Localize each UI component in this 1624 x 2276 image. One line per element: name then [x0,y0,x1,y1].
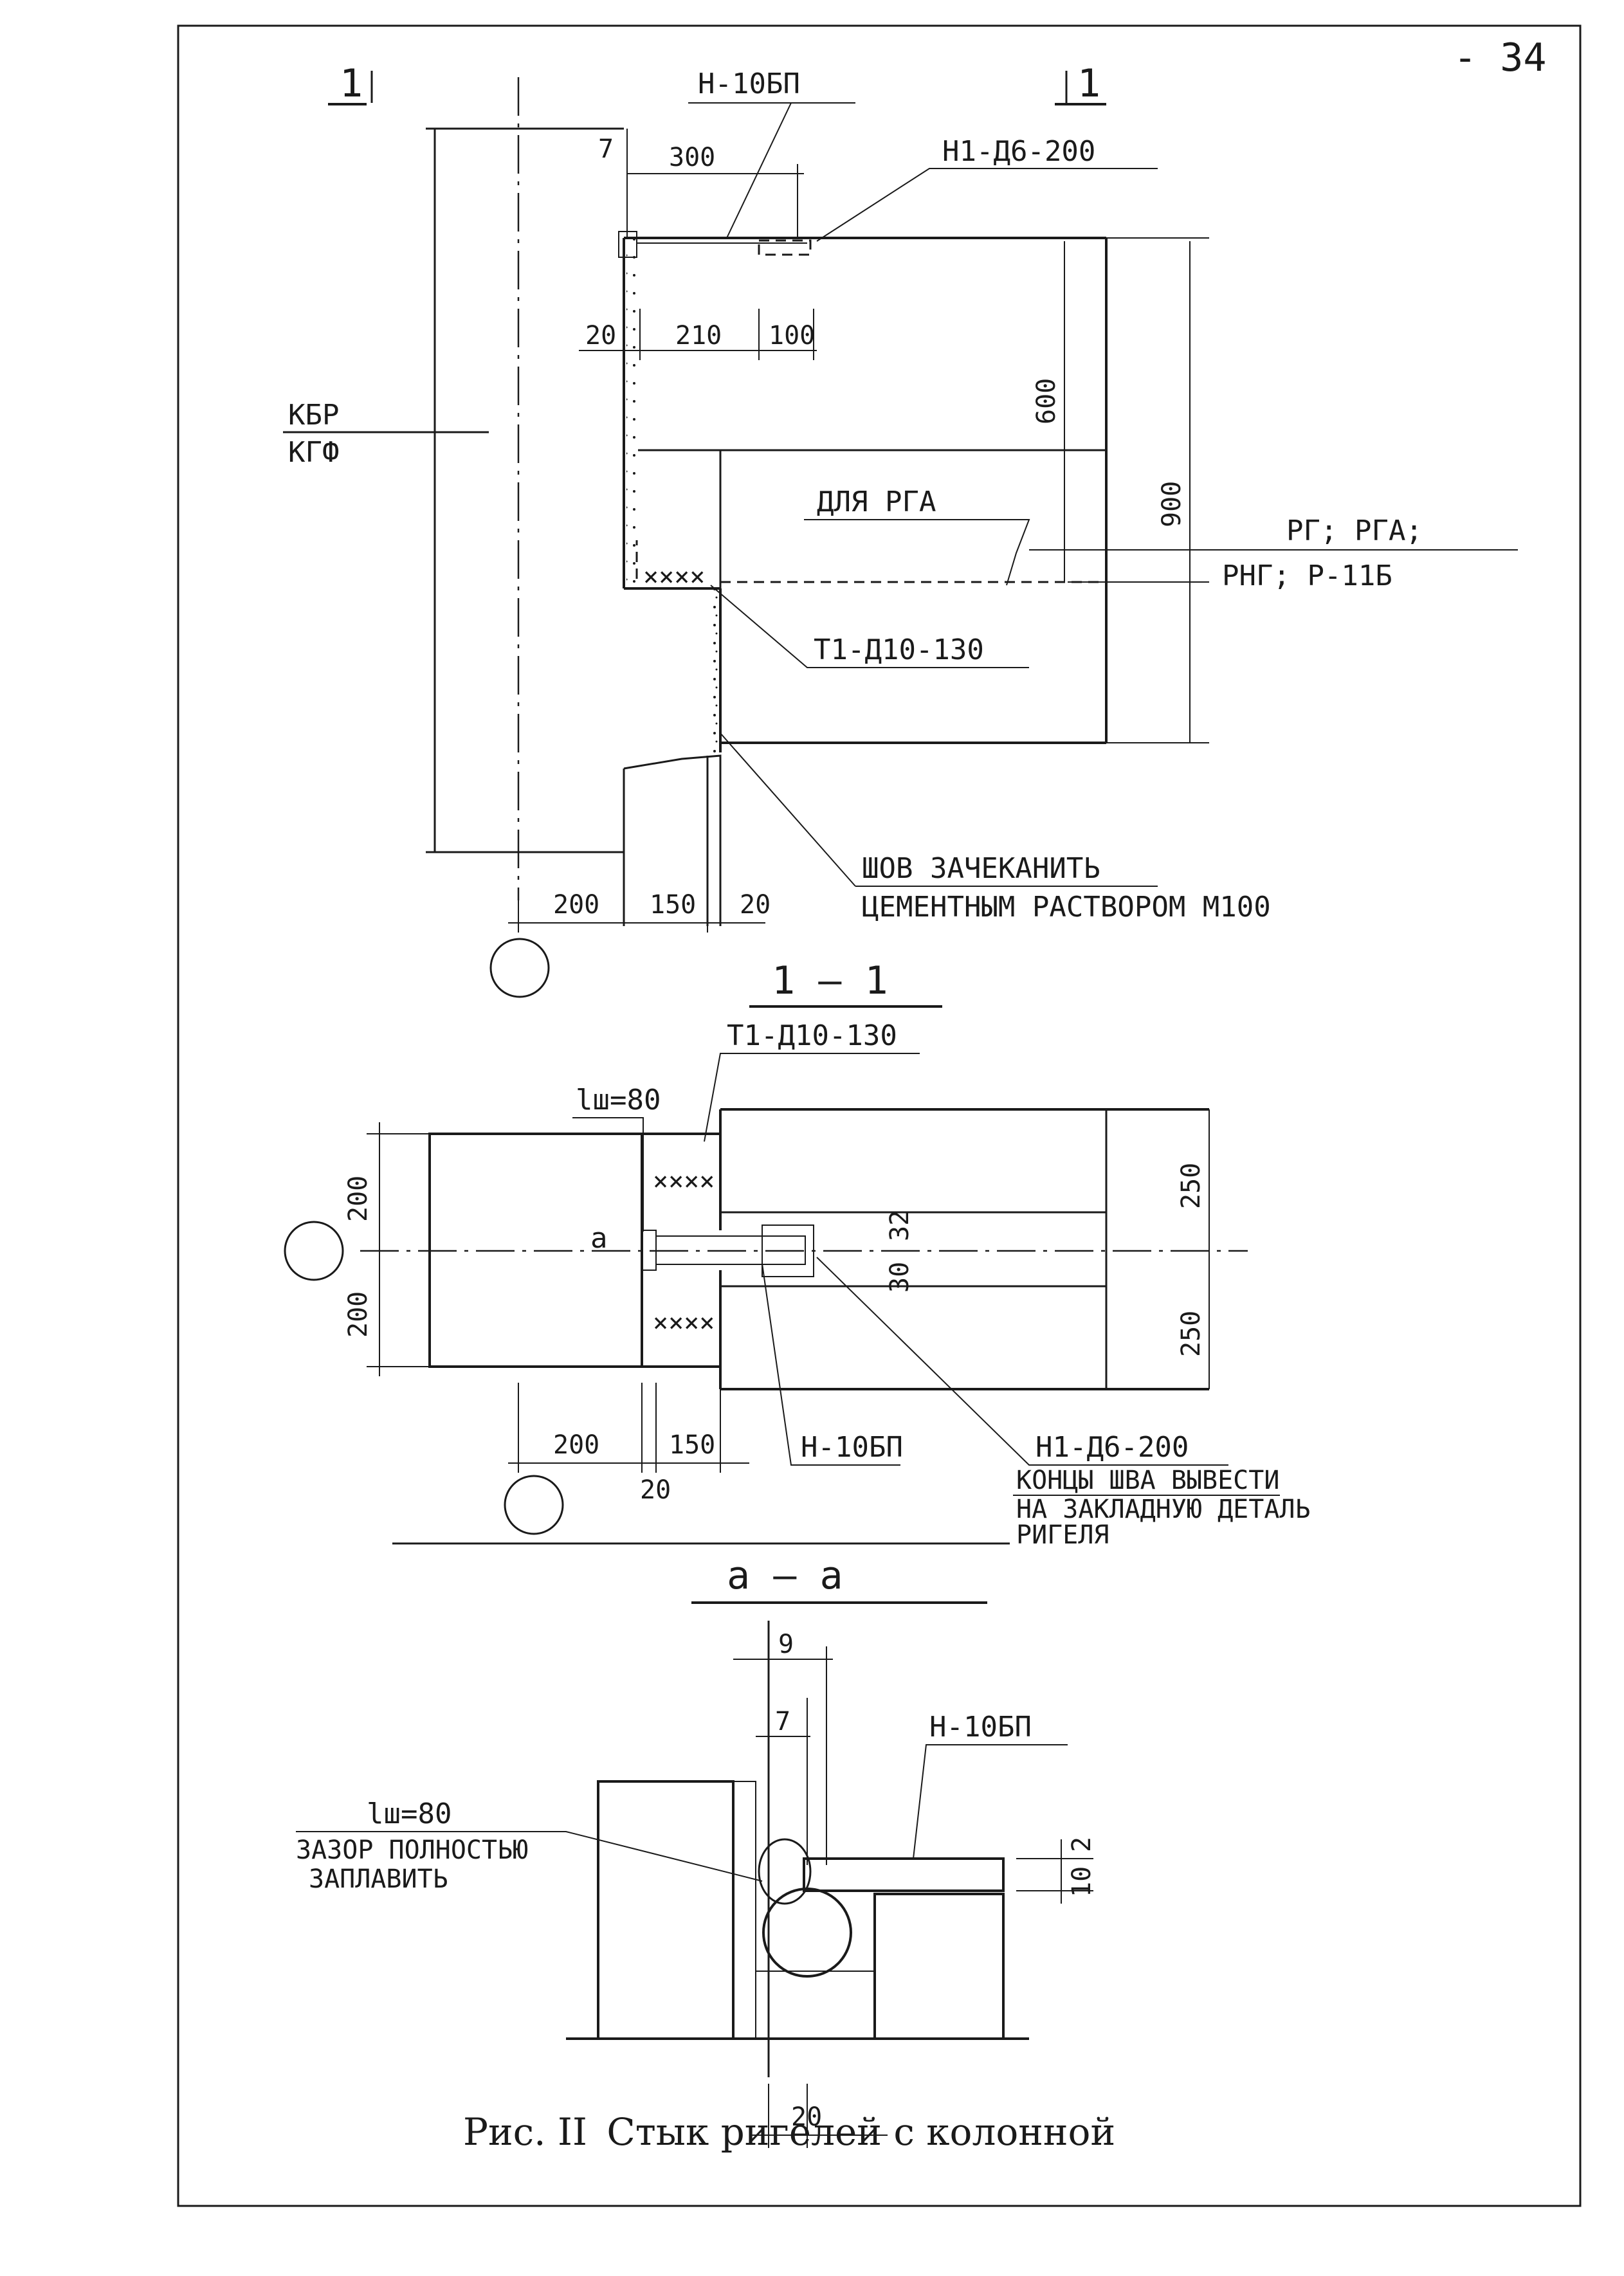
dim-9: 9 [778,1630,794,1659]
dim-b150: 150 [669,1430,715,1460]
rebar-top-label: Н1-Д6-200 [942,135,1095,168]
top-section: 1 1 КБР КГФ ×××× [283,61,1518,998]
column-label-top: КБР [288,399,339,432]
weld-label-11: lш=80 [576,1084,661,1116]
cut-mark-right: 1 [1077,61,1100,106]
dim-left-200b: 200 [343,1291,373,1338]
plate-label-11: Н-10БП [801,1431,903,1464]
dim-b200: 200 [553,1430,599,1460]
dim-7aa: 7 [775,1707,790,1736]
note-11-line2: НА ЗАКЛАДНУЮ ДЕТАЛЬ [1016,1495,1311,1524]
axis-bubble-top [489,938,550,998]
dim-600: 600 [1032,378,1061,424]
dim-200: 200 [553,890,599,920]
axis-bubble-11b [504,1475,564,1535]
cut-mark-left: 1 [340,61,363,106]
axis-bubble-11 [284,1221,344,1281]
aa-column [597,1780,734,2040]
section-aa-title: а — а [727,1553,843,1598]
rebar-crosses: ×××× [643,562,705,592]
dim-20b: 20 [740,890,771,920]
dim-20aa: 20 [791,2102,822,2132]
for-rga-label: ДЛЯ РГА [817,486,936,518]
rebar-label-11b: Н1-Д6-200 [1036,1431,1189,1464]
weld-label-aa: lш=80 [367,1798,452,1830]
aa-plate [803,1857,1005,1892]
section-a-a: а — а 9 7 10 2 20 Н-10БП lш=80 ЗАЗОР ПОЛ… [296,1553,1097,2148]
svg-text:××××: ×××× [653,1308,715,1338]
dim-10: 10 [1067,1866,1097,1897]
svg-text:××××: ×××× [653,1167,715,1196]
dim-210: 210 [675,321,722,351]
grout-joint [626,238,638,588]
dim-2: 2 [1067,1837,1097,1852]
marker-a: а [590,1222,608,1255]
beam-labels-line1: РГ; РГА; [1286,514,1423,547]
caption-prefix: Рис. II [463,2110,587,2154]
note-11-line1: КОНЦЫ ШВА ВЫВЕСТИ [1016,1466,1279,1495]
dim-100: 100 [769,321,815,351]
dim-left-200a: 200 [343,1176,373,1222]
dim-30: 30 [885,1262,915,1293]
note-11-line3: РИГЕЛЯ [1016,1520,1109,1550]
dim-900: 900 [1157,481,1187,527]
plate-label-aa: Н-10БП [929,1711,1032,1743]
rebar-label-11: Т1-Д10-130 [727,1019,897,1052]
dim-300: 300 [669,143,715,172]
note-aa-line2: ЗАПЛАВИТЬ [309,1864,448,1894]
dim-32: 32 [885,1210,915,1241]
note-line1: ШОВ ЗАЧЕКАНИТЬ [862,852,1100,885]
note-line2: ЦЕМЕНТНЫМ РАСТВОРОМ М100 [862,891,1271,924]
rebar-bottom-label: Т1-Д10-130 [814,633,984,666]
dim-7: 7 [598,134,614,164]
dim-right-250a: 250 [1176,1163,1206,1209]
note-aa-line1: ЗАЗОР ПОЛНОСТЬЮ [296,1835,528,1865]
section-1-1: 1 — 1 Т1-Д10-130 lш=80 ×××× ×××× а 20 [284,958,1311,1550]
page-number: - 34 [1454,35,1547,80]
sheet-frame [177,24,1582,2207]
column-label-bottom: КГФ [288,436,339,469]
caption-text: Стык ригелей с колонной [607,2110,1115,2154]
dim-150: 150 [650,890,696,920]
figure-caption: Рис. II Стык ригелей с колонной [463,2110,1115,2154]
section-11-title: 1 — 1 [772,958,888,1003]
dim-b20: 20 [640,1475,671,1505]
plate-label-top: Н-10БП [698,68,800,100]
dim-20: 20 [585,321,616,351]
dim-right-250b: 250 [1176,1311,1206,1357]
beam-labels-line2: РНГ; Р-11Б [1222,560,1392,592]
